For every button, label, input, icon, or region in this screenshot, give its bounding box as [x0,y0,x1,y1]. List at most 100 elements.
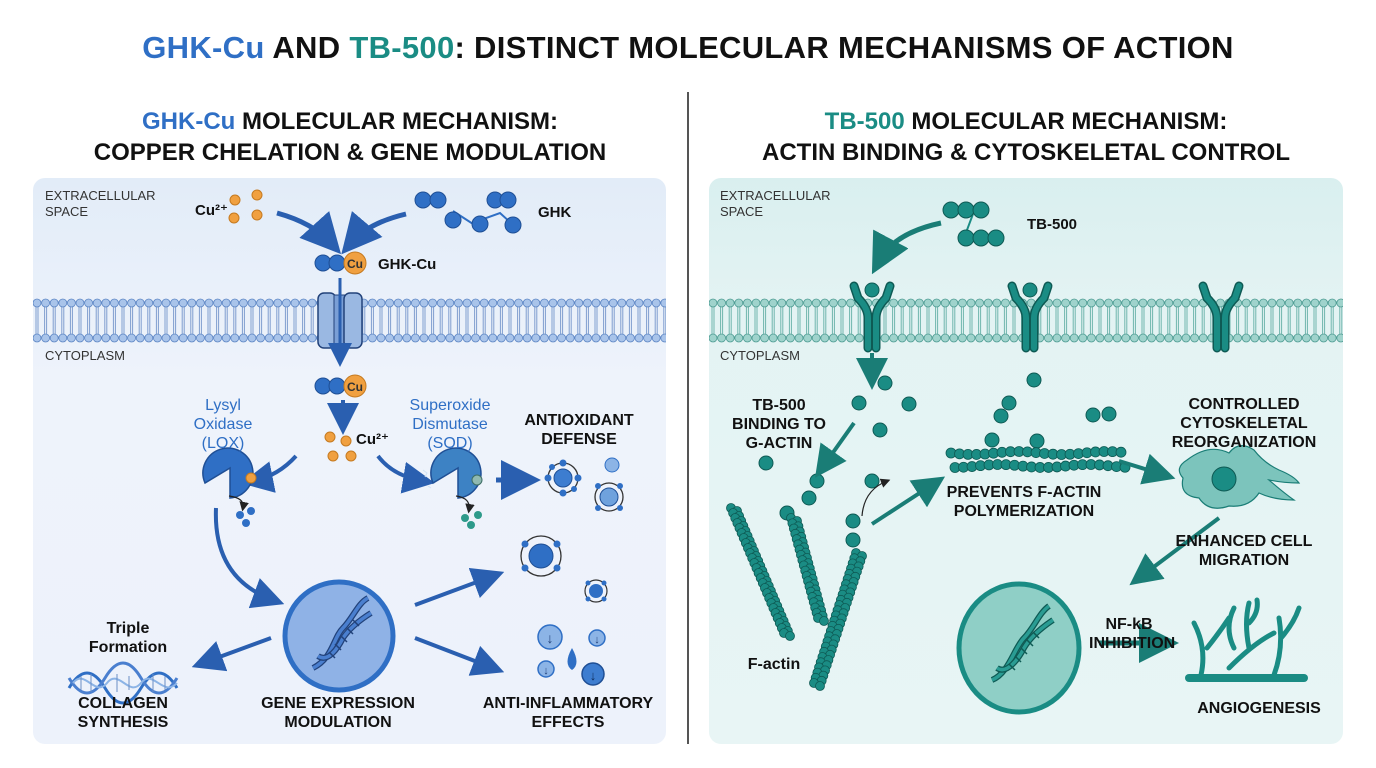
sod-label-1: Superoxide [409,397,491,414]
controlled-label-1: CONTROLLED [1188,396,1300,413]
title-tb500: TB-500 [349,30,455,65]
arrow-gene-to-upper [414,567,505,607]
f-actin-filaments [726,503,867,691]
extracellular-label-2: SPACE [45,204,89,219]
lox-label-3: (LOX) [201,435,245,452]
arrow-gene-to-antiinflammatory [414,636,505,676]
panel-divider [687,92,689,744]
left-panel-heading: GHK-Cu MOLECULAR MECHANISM: COPPER CHELA… [20,106,680,168]
receptor [849,281,895,353]
ghk-cu-complex-inside: Cu [314,374,367,398]
triple-label-1: Triple [106,620,150,637]
collagen-label-2: SYNTHESIS [77,714,169,731]
right-heading-rest: MOLECULAR MECHANISM: [904,108,1228,135]
gene-expression-label: GENE EXPRESSION MODULATION [248,694,428,732]
ghk-cu-diagram: Cu Cu [33,189,666,705]
antiinf-label-2: EFFECTS [531,714,605,731]
arrow-cu-to-lox [241,454,298,493]
arrow-cu-to-complex [276,210,342,255]
sod-enzyme [422,447,483,529]
svg-text:↓: ↓ [594,634,600,646]
tb500-label: TB-500 [1027,216,1078,233]
binding-label-2: BINDING TO [732,416,826,433]
antioxidant-label-2: DEFENSE [541,431,617,448]
antiinf-label-1: ANTI-INFLAMMATORY [482,695,654,712]
migration-label-2: MIGRATION [1198,552,1290,569]
arrow-tb500-to-receptor [871,220,942,275]
tb500-diagram [709,201,1343,715]
right-panel-heading: TB-500 MOLECULAR MECHANISM: ACTIN BINDIN… [696,106,1356,168]
cytoplasm-label: CYTOPLASM [45,348,125,363]
title-and: AND [264,30,350,65]
arrow-ghk-to-complex [341,210,407,255]
copper-ions [228,189,263,224]
receptor [1198,281,1244,353]
lox-label-2: Oxidase [193,416,253,433]
triple-formation-label: Triple Formation [73,619,183,657]
released-copper-ions [324,431,357,462]
anti-inflammatory-label: ANTI-INFLAMMATORY EFFECTS [473,694,663,732]
anti-inflammatory-icons: ↓ ↓ ↓ ↓ [537,624,606,686]
lox-label: Lysyl Oxidase (LOX) [183,396,263,453]
collagen-label-1: COLLAGEN [78,695,168,712]
arrow-to-reorganization [1118,453,1176,485]
receptor [1007,281,1053,353]
arrow-lox-to-gene [213,507,285,609]
membrane-receptors [849,281,1244,353]
gene-label-2: MODULATION [284,714,392,731]
ghk-cu-panel: Cu Cu [33,178,666,744]
sod-label-3: (SOD) [427,435,473,452]
sod-label: Superoxide Dismutase (SOD) [395,396,505,453]
prevents-label-2: POLYMERIZATION [953,503,1095,520]
lox-enzyme [202,447,257,527]
antioxidant-defense-label: ANTIOXIDANT DEFENSE [519,411,639,449]
title-ghk-cu: GHK-Cu [142,30,265,65]
ghk-cu-complex: Cu [314,251,367,275]
main-title: GHK-Cu AND TB-500: DISTINCT MOLECULAR ME… [0,30,1376,66]
antioxidant-molecules [544,457,624,512]
left-heading-line2: COPPER CHELATION & GENE MODULATION [93,139,607,166]
extracellular-label-1: EXTRACELLULAR [45,188,156,203]
migration-label-1: ENHANCED CELL [1175,533,1313,550]
nfkb-label-2: INHIBITION [1089,635,1176,652]
lox-label-1: Lysyl [205,397,241,414]
angiogenesis-label: ANGIOGENESIS [1197,700,1321,717]
svg-text:↓: ↓ [590,668,597,683]
arrow-gene-to-collagen [191,636,272,672]
arrow-cu-to-sod [376,454,435,494]
collagen-synthesis-label: COLLAGEN SYNTHESIS [58,694,188,732]
membrane-channel [317,278,363,367]
cell-membrane [709,298,1343,343]
svg-text:Cu: Cu [347,380,363,394]
ghk-cu-label: GHK-Cu [378,256,437,273]
arrow-binding-g-actin [815,421,856,478]
copper-ion-inner-label: Cu²⁺ [356,431,389,448]
binding-g-actin-label: TB-500 BINDING TO G-ACTIN [729,396,829,453]
binding-label-3: G-ACTIN [745,435,813,452]
angiogenesis-vessels [1185,597,1308,682]
g-actin-monomers [758,372,1117,548]
cytoskeletal-reorganization-label: CONTROLLED CYTOSKELETAL REORGANIZATION [1159,395,1329,452]
ghk-label: GHK [538,204,572,221]
gene-label-1: GENE EXPRESSION [261,695,415,712]
extracellular-label-2: SPACE [720,204,764,219]
prevents-polymerization-label: PREVENTS F-ACTIN POLYMERIZATION [934,483,1114,521]
right-heading-accent: TB-500 [824,108,905,135]
nfkb-label-1: NF-kB [1105,616,1153,633]
cytoplasm-label: CYTOPLASM [720,348,800,363]
left-heading-accent: GHK-Cu [142,108,236,135]
nfkb-inhibition-label: NF-kB INHIBITION [1089,615,1175,653]
blocked-f-actin-filament [945,446,1131,473]
title-rest: : DISTINCT MOLECULAR MECHANISMS OF ACTIO… [454,30,1234,65]
copper-ion-label: Cu²⁺ [195,202,228,219]
arrow-to-nucleus [1129,516,1221,586]
antioxidant-label-1: ANTIOXIDANT [524,412,634,429]
svg-text:Cu: Cu [347,257,363,271]
extracellular-label-1: EXTRACELLULAR [720,188,831,203]
right-heading-line2: ACTIN BINDING & CYTOSKELETAL CONTROL [762,139,1290,166]
controlled-label-3: REORGANIZATION [1171,434,1317,451]
arrow-to-prevents [870,476,946,526]
